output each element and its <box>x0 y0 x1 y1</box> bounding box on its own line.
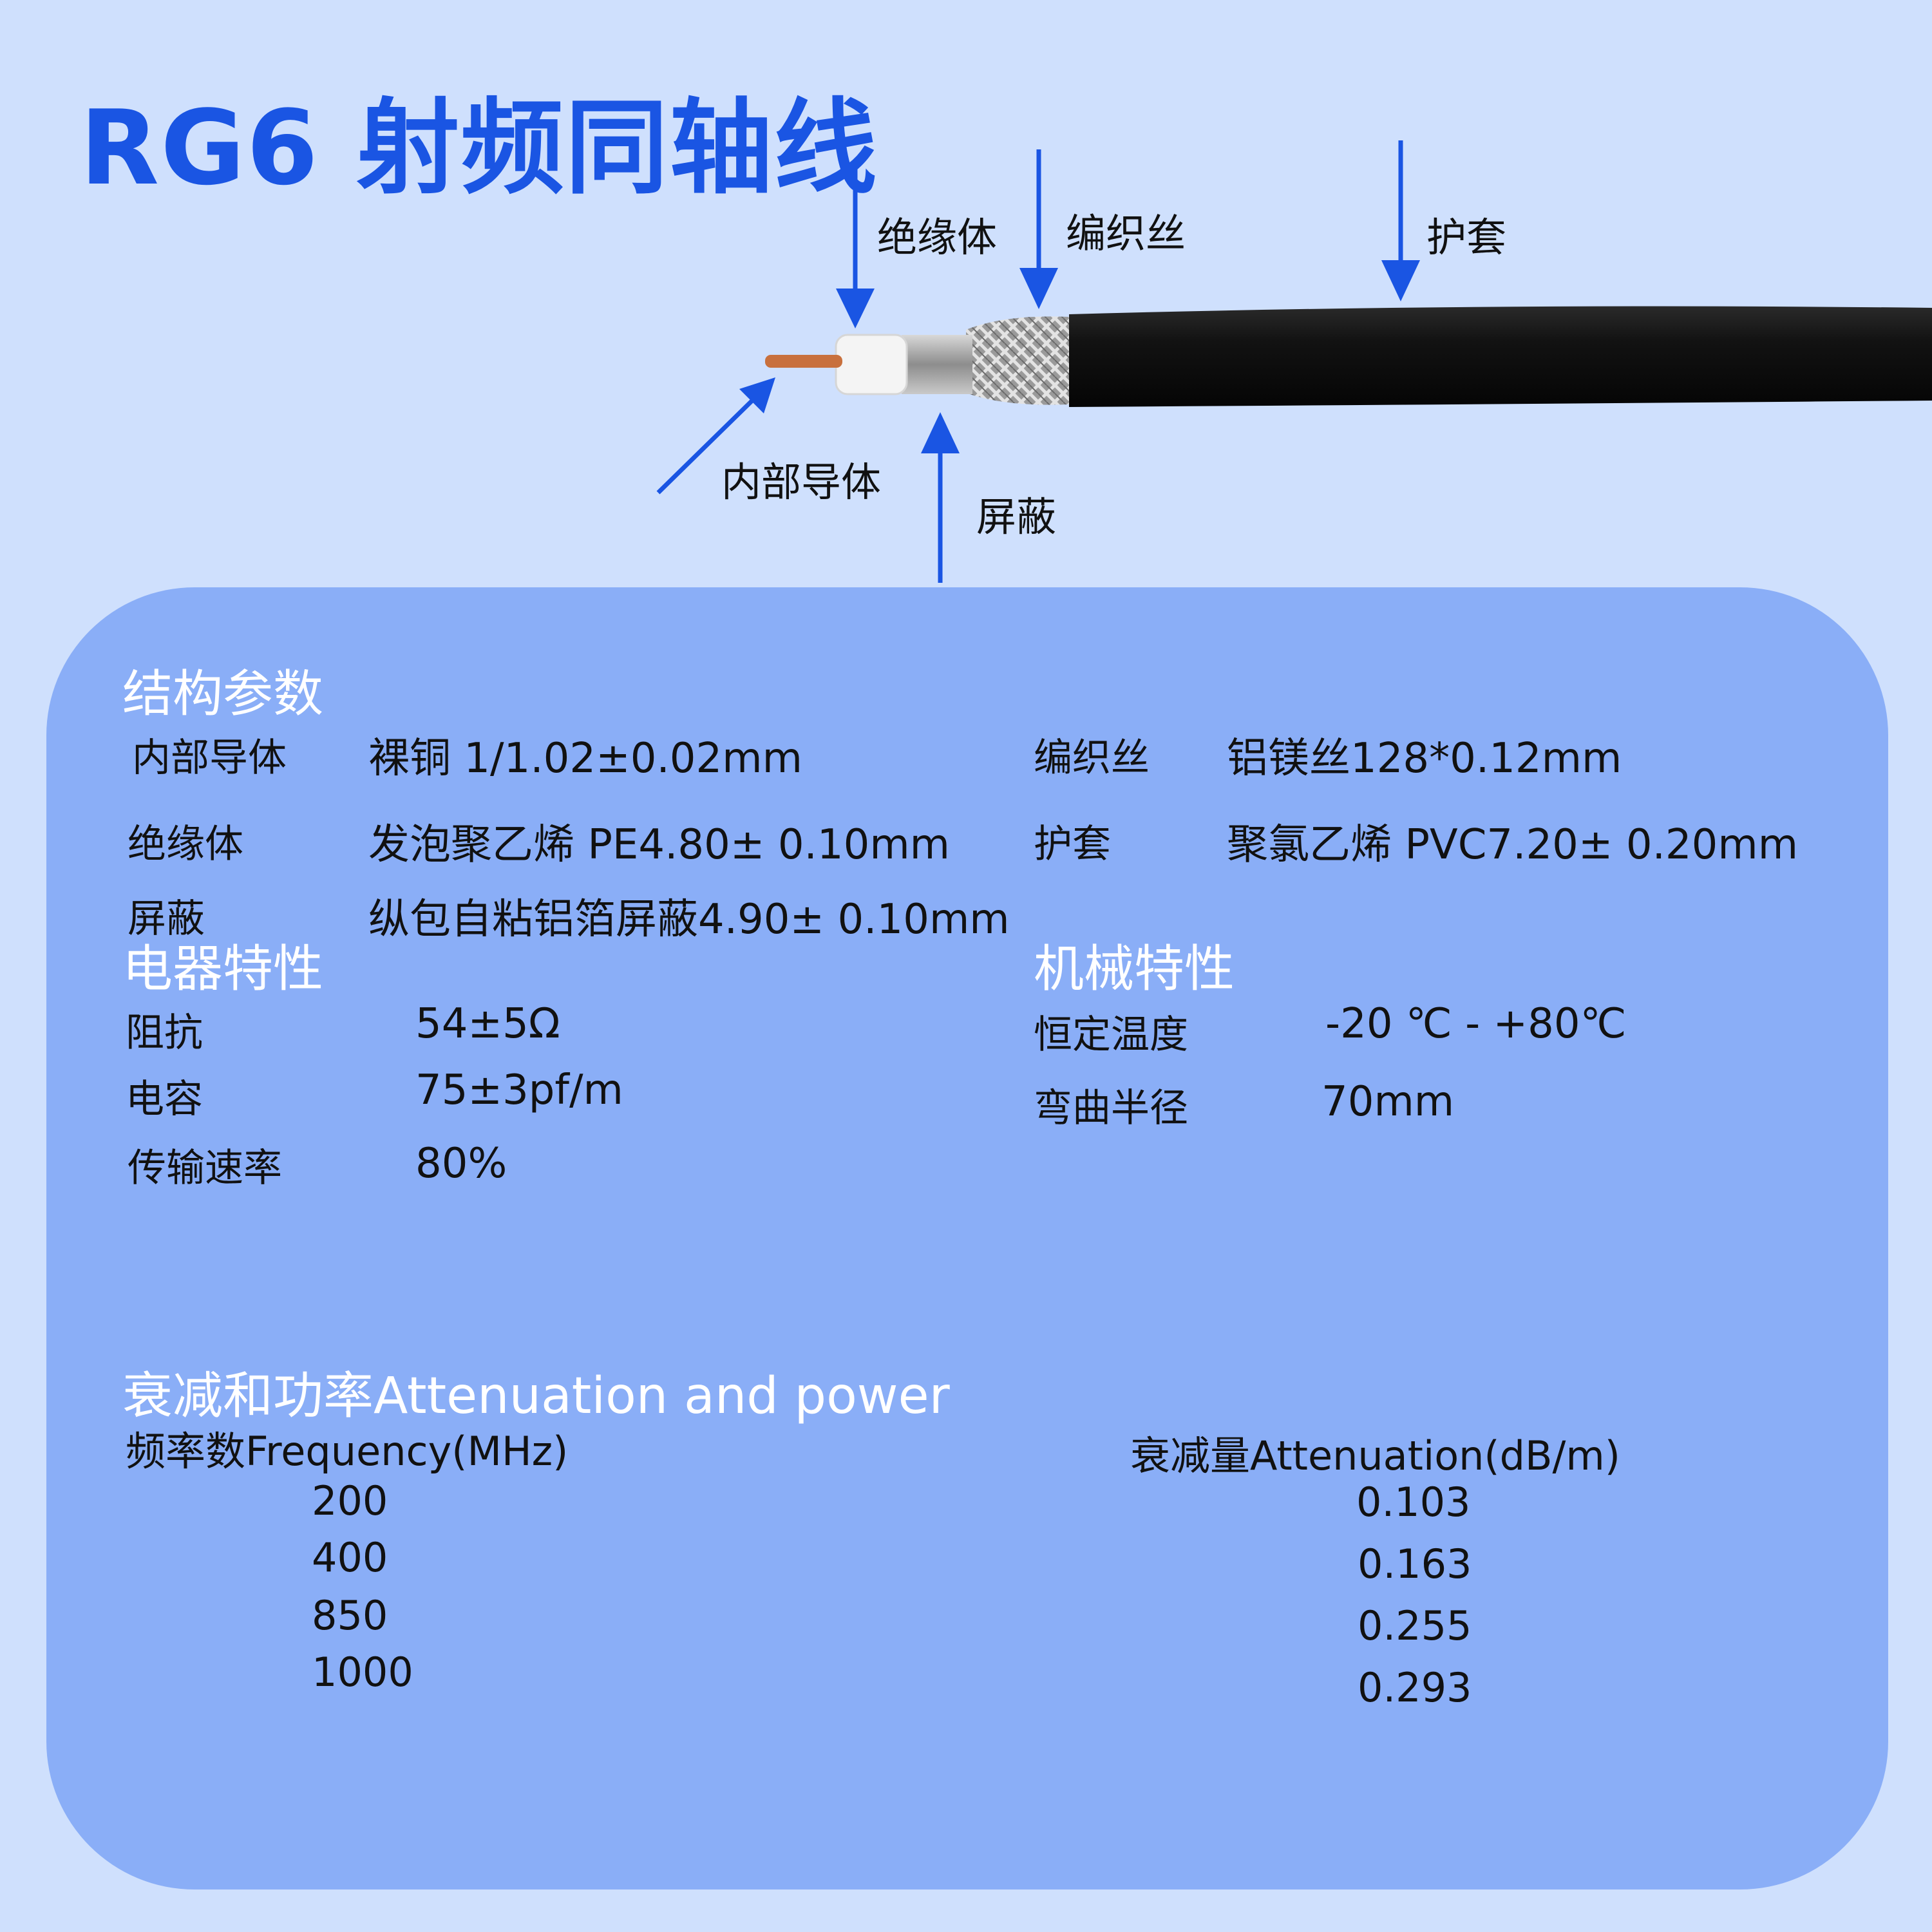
structure-value: 聚氯乙烯 PVC7.20± 0.20mm <box>1227 821 1799 869</box>
attenuation-cell: 0.293 <box>1358 1664 1472 1711</box>
electrical-label: 传输速率 <box>128 1146 282 1191</box>
page-title: RG6 射频同轴线 <box>80 88 878 208</box>
electrical-label: 阻抗 <box>126 1010 203 1056</box>
attenuation-cell: 0.163 <box>1358 1540 1472 1587</box>
structure-value: 发泡聚乙烯 PE4.80± 0.10mm <box>368 821 951 869</box>
label-inner-conductor: 内部导体 <box>721 459 882 506</box>
frequency-cell: 200 <box>312 1477 388 1524</box>
structure-label: 内部导体 <box>132 735 287 781</box>
cable-insulation <box>835 334 908 395</box>
mechanical-heading: 机械特性 <box>1034 940 1235 998</box>
spec-panel <box>46 587 1888 1889</box>
attenuation-cell: 0.103 <box>1356 1479 1471 1526</box>
cable-jacket <box>1069 306 1932 407</box>
structure-value: 铝镁丝128*0.12mm <box>1227 735 1622 782</box>
mechanical-label: 恒定温度 <box>1034 1012 1188 1057</box>
label-jacket: 护套 <box>1426 214 1507 261</box>
frequency-cell: 850 <box>312 1592 388 1639</box>
cable-copper <box>765 355 842 368</box>
attenuation-heading: 衰减和功率Attenuation and power <box>122 1367 950 1425</box>
structure-heading: 结构参数 <box>122 665 324 723</box>
label-braid: 编织丝 <box>1066 210 1186 257</box>
electrical-value: 75±3pf/m <box>415 1066 623 1114</box>
structure-value: 纵包自粘铝箔屏蔽4.90± 0.10mm <box>368 896 1010 943</box>
structure-label: 屏蔽 <box>128 896 205 942</box>
electrical-label: 电容 <box>126 1077 203 1122</box>
label-insulation: 绝缘体 <box>877 214 998 261</box>
structure-label: 绝缘体 <box>128 822 243 867</box>
structure-label: 编织丝 <box>1034 735 1150 781</box>
cable-diagram <box>656 140 1932 583</box>
electrical-value: 54±5Ω <box>415 1000 560 1048</box>
electrical-value: 80% <box>415 1140 507 1188</box>
attenuation-cell: 0.255 <box>1358 1602 1472 1649</box>
mechanical-value: 70mm <box>1321 1078 1455 1126</box>
structure-value: 裸铜 1/1.02±0.02mm <box>368 735 802 782</box>
cable-foil <box>902 335 972 394</box>
mechanical-label: 弯曲半径 <box>1034 1086 1188 1131</box>
attenuation-column-header: 衰减量Attenuation(dB/m) <box>1130 1432 1620 1479</box>
electrical-heading: 电器特性 <box>122 940 324 998</box>
frequency-cell: 400 <box>312 1534 388 1581</box>
arrow-inner-conductor <box>656 399 754 495</box>
label-shield: 屏蔽 <box>976 493 1057 540</box>
frequency-column-header: 频率数Frequency(MHz) <box>126 1428 569 1475</box>
mechanical-value: -20 ℃ - +80℃ <box>1325 1000 1627 1048</box>
cable-braid <box>966 316 1069 405</box>
structure-label: 护套 <box>1034 822 1111 867</box>
frequency-cell: 1000 <box>312 1649 413 1696</box>
